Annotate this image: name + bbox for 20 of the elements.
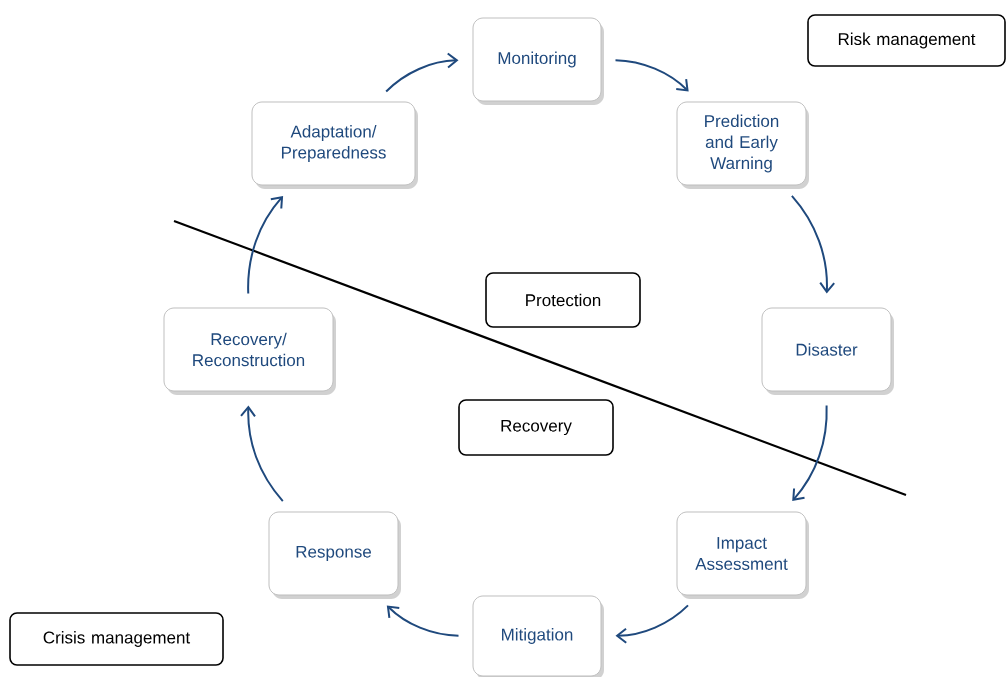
- process-box: Prediction and Early Warning: [676, 101, 809, 189]
- phase-label-box: Crisis management: [9, 612, 224, 666]
- process-box: Response: [268, 511, 401, 599]
- arrow: [790, 194, 836, 294]
- arrow: [614, 59, 689, 92]
- arrow: [792, 404, 828, 502]
- phase-label-box: Protection: [485, 272, 641, 328]
- arrow: [240, 405, 284, 503]
- process-box: Mitigation: [472, 595, 604, 677]
- process-box: Recovery/ Reconstruction: [163, 307, 336, 395]
- process-box: Impact Assessment: [676, 511, 809, 599]
- process-box: Adaptation/ Preparedness: [251, 101, 418, 189]
- phase-label-box: Risk management: [807, 14, 1006, 67]
- process-box: Disaster: [761, 307, 894, 395]
- phase-label-box: Recovery: [458, 399, 614, 456]
- process-box: Monitoring: [472, 17, 604, 105]
- arrow: [247, 195, 284, 295]
- arrow: [385, 52, 459, 93]
- arrow: [615, 604, 690, 644]
- arrow: [386, 605, 460, 637]
